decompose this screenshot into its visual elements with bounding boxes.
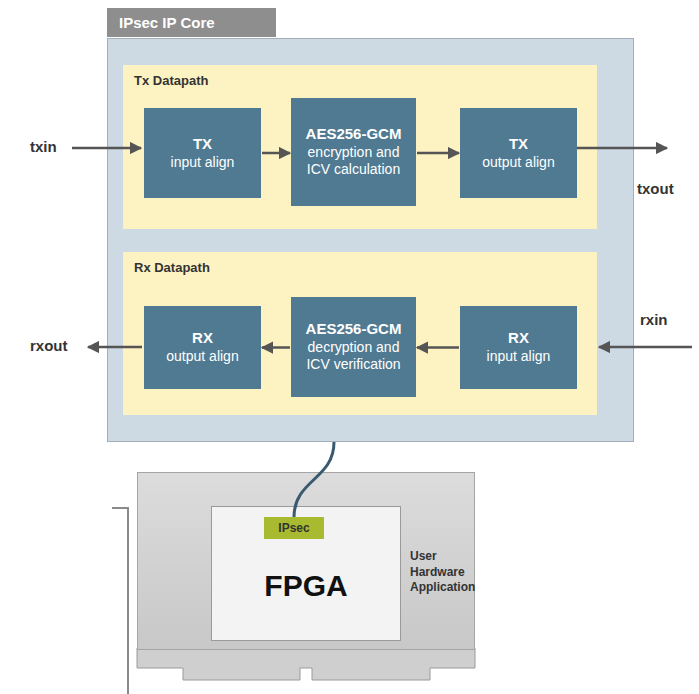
process-box: TXoutput align [460, 108, 577, 198]
ip-core-box: IPsec IP CoreTx DatapathTXinput alignAES… [107, 38, 634, 442]
flow-arrow [417, 152, 459, 155]
box-heading: RX [508, 329, 529, 348]
box-body: input align [171, 154, 235, 172]
link-line [294, 442, 334, 517]
flow-arrow [262, 346, 290, 349]
flow-arrow [262, 152, 290, 155]
signal-arrow [577, 147, 667, 150]
datapath-panel: Rx DatapathRXoutput alignAES256-GCMdecry… [123, 252, 597, 415]
box-heading: AES256-GCM [306, 320, 402, 339]
chip-label: IPsec [278, 521, 309, 535]
ipsec-block: IPsec [264, 517, 324, 539]
signal-arrow [599, 346, 692, 349]
datapath-panel: Tx DatapathTXinput alignAES256-GCMencryp… [123, 65, 597, 229]
circuit-board: User Hardware Application FPGA IPsec [137, 472, 475, 650]
box-body: output align [166, 348, 238, 366]
box-body: input align [487, 348, 551, 366]
signal-arrow [88, 346, 142, 349]
signal-name: txin [30, 138, 57, 155]
process-box: AES256-GCMdecryption and ICV verificatio… [291, 297, 416, 397]
panel-title: Tx Datapath [134, 73, 208, 88]
panel-title: Rx Datapath [134, 260, 210, 275]
board-label: User Hardware Application [410, 549, 472, 596]
core-title-tab: IPsec IP Core [107, 8, 276, 37]
signal-arrow [72, 147, 141, 150]
box-body: encryption and ICV calculation [295, 144, 412, 179]
box-body: decryption and ICV verification [295, 339, 412, 374]
process-box: AES256-GCMencryption and ICV calculation [291, 98, 416, 206]
board-bracket [112, 508, 128, 694]
fpga-chip: FPGA IPsec [211, 506, 401, 641]
box-heading: TX [193, 135, 212, 154]
process-box: RXoutput align [144, 306, 261, 389]
fpga-label: FPGA [212, 569, 400, 603]
board-edge [137, 648, 475, 680]
signal-name: txout [637, 180, 674, 197]
box-heading: TX [509, 135, 528, 154]
process-box: RXinput align [460, 306, 577, 389]
box-heading: AES256-GCM [306, 125, 402, 144]
signal-name: rxout [30, 337, 68, 354]
box-heading: RX [192, 329, 213, 348]
signal-name: rxin [640, 311, 668, 328]
process-box: TXinput align [144, 108, 261, 198]
flow-arrow [417, 346, 459, 349]
box-body: output align [482, 154, 554, 172]
